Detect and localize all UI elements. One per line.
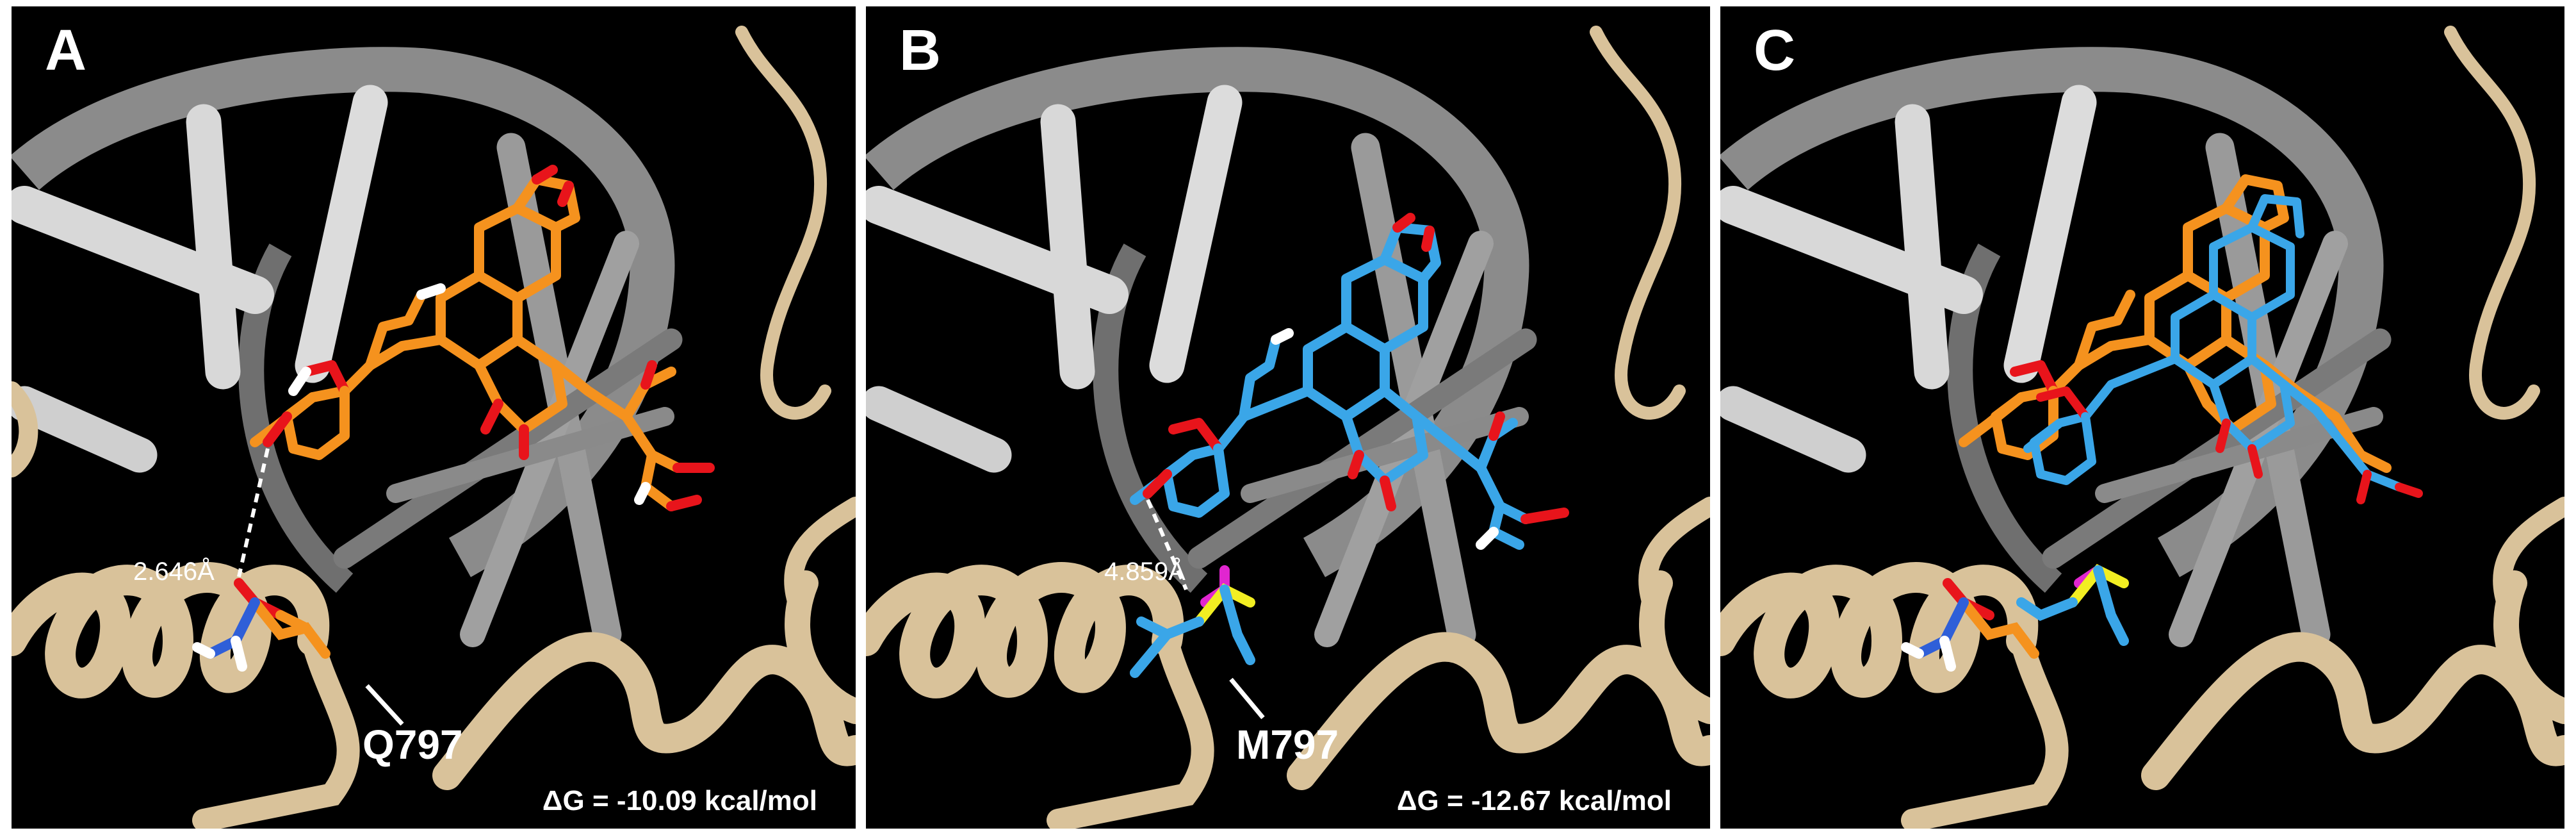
protein-ribbon (12, 26, 856, 829)
binding-energy: ΔG = -10.09 kcal/mol (542, 785, 817, 816)
panel-a: A 2.646Å Q797 ΔG = -10.09 kcal/mol (12, 6, 856, 829)
protein-ribbon (1720, 26, 2564, 829)
residue-pointer-line (365, 684, 404, 726)
molecular-scene-b (866, 26, 1710, 829)
hydrogen-bond-distance: 2.646Å (133, 558, 215, 586)
ligand-blue (1130, 213, 1569, 550)
ligand-orange (250, 165, 715, 511)
dna-base-cylinders (12, 85, 683, 649)
panel-letter: B (899, 19, 941, 83)
molecular-scene-c (1720, 26, 2564, 829)
panel-letter: C (1754, 19, 1795, 83)
binding-energy: ΔG = -12.67 kcal/mol (1396, 785, 1672, 816)
ligand-blue (2023, 194, 2423, 504)
protein-ribbon (866, 26, 1710, 829)
residue-sticks (1130, 565, 1255, 678)
panel-c: C (1720, 6, 2564, 829)
dna-base-cylinders (866, 85, 1537, 649)
hydrogen-bond-line (1146, 499, 1188, 591)
panel-b: B 4.859Å M797 ΔG = -12.67 kcal/mol (866, 6, 1710, 829)
dna-base-cylinders (1720, 85, 2392, 649)
hydrogen-bond-line (237, 448, 270, 577)
residue-label: Q797 (363, 722, 463, 768)
residue-label: M797 (1236, 722, 1339, 768)
molecular-scene-a (12, 26, 856, 829)
residue-sticks (1901, 563, 2129, 672)
residue-pointer-line (1229, 677, 1265, 720)
panel-letter: A (45, 19, 86, 83)
hydrogen-bond-distance: 4.859Å (1104, 558, 1186, 586)
residue-sticks (192, 578, 330, 672)
